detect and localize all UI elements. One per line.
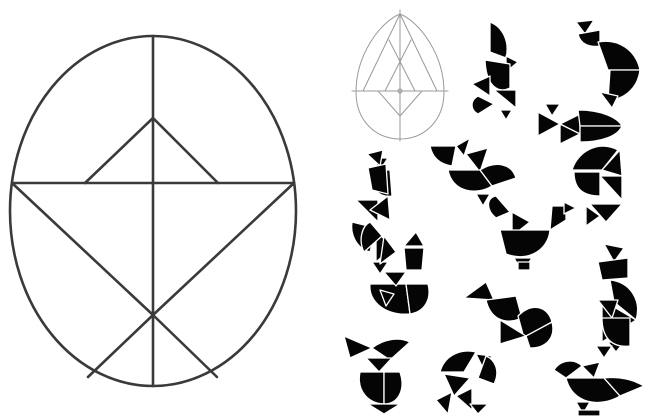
silhouette-6 — [572, 146, 622, 226]
small-triangle-left-edge — [85, 118, 153, 183]
silhouette-5 — [430, 138, 516, 206]
silhouette-1 — [472, 22, 518, 120]
template-diag-left — [378, 91, 400, 116]
silhouette-8 — [489, 196, 577, 272]
egg-template-thumbnail — [352, 10, 448, 141]
silhouette-15 — [554, 361, 644, 416]
right-diagonal-cut — [153, 183, 294, 315]
left-diagonal-cut — [12, 183, 153, 315]
template-arc-right — [400, 14, 437, 91]
silhouette-13 — [344, 336, 410, 414]
template-diag-right — [400, 91, 422, 116]
egg-tangram-diagram — [10, 36, 296, 386]
template-inner-right — [385, 40, 411, 91]
silhouette-11 — [464, 282, 553, 348]
template-inner-left — [389, 40, 415, 91]
silhouette-2 — [576, 20, 640, 108]
lower-right-cut — [153, 315, 217, 377]
lower-left-cut — [88, 315, 153, 377]
silhouette-3 — [538, 104, 622, 144]
small-triangle-right-edge — [153, 118, 218, 183]
silhouette-14 — [436, 351, 497, 414]
template-arc-left — [363, 14, 400, 91]
silhouettes — [344, 20, 644, 416]
